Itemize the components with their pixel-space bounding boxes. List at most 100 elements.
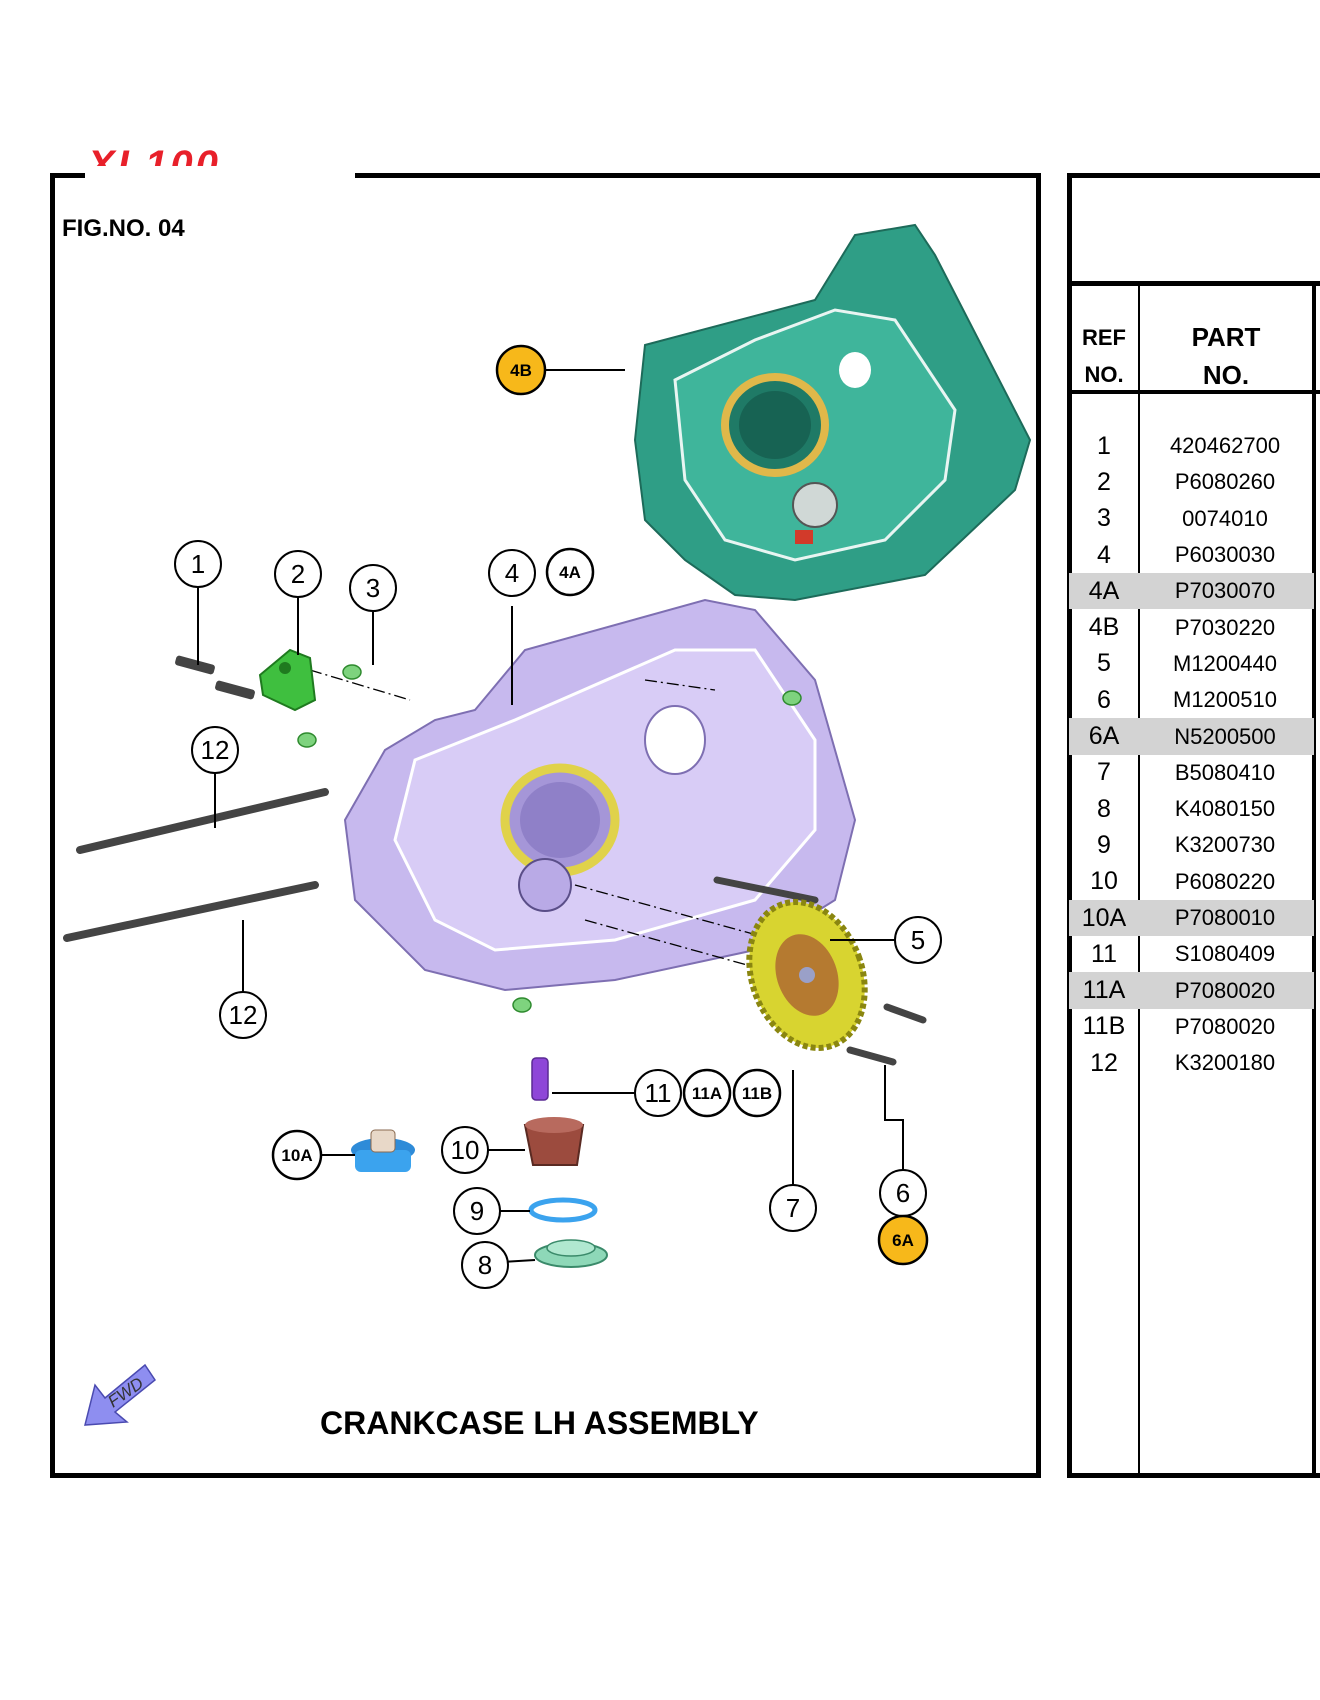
svg-text:2: 2 (291, 559, 305, 589)
panel-top-border (50, 173, 1041, 178)
ref-no-cell: 8 (1097, 794, 1111, 823)
dowel-pins-3 (297, 664, 802, 1013)
callout-3: 3 (349, 564, 397, 612)
table-row: 8 K4080150 (1069, 791, 1314, 827)
callout-6: 6 (879, 1169, 927, 1217)
table-row: 6A N5200500 (1069, 718, 1314, 755)
svg-text:10: 10 (451, 1135, 480, 1165)
svg-text:6: 6 (896, 1178, 910, 1208)
ref-no-cell: 10 (1090, 867, 1118, 896)
part-header-line2: NO. (1202, 360, 1250, 390)
svg-text:4A: 4A (559, 563, 581, 582)
table-row: 12 K3200180 (1069, 1045, 1314, 1081)
table-row: 11A P7080020 (1069, 972, 1314, 1009)
assembly-title: CRANKCASE LH ASSEMBLY (320, 1405, 759, 1441)
callout-9: 9 (453, 1187, 501, 1235)
table-row: 10 P6080220 (1069, 864, 1314, 900)
ref-no-cell: 6 (1097, 685, 1111, 714)
svg-text:12: 12 (229, 1000, 258, 1030)
crankcase-cover-4b (633, 223, 1032, 602)
svg-text:11A: 11A (692, 1084, 722, 1103)
table-row: 6 M1200510 (1069, 682, 1314, 718)
callout-12-bottom: 12 (219, 991, 267, 1039)
svg-text:1: 1 (191, 549, 205, 579)
part-10a (351, 1129, 415, 1172)
callout-10: 10 (441, 1126, 489, 1174)
ref-no-cell: 4A (1088, 576, 1120, 605)
o-ring-9 (528, 1197, 598, 1223)
callout-2: 2 (274, 550, 322, 598)
svg-text:4: 4 (505, 558, 519, 588)
figure-panel (50, 173, 1041, 1478)
cap-8 (534, 1239, 608, 1268)
ref-no-cell: 4 (1097, 540, 1111, 569)
table-row: 9 K3200730 (1069, 827, 1314, 863)
bolt-1 (175, 655, 255, 700)
ref-no-cell: 2 (1097, 467, 1111, 496)
ref-no-cell: 7 (1097, 758, 1111, 787)
bolt-5 (713, 876, 819, 904)
table-row: 10A P7080010 (1069, 899, 1314, 937)
callout-8: 8 (461, 1241, 509, 1289)
callout-11b: 11B (732, 1068, 782, 1118)
callout-11: 11 (634, 1069, 682, 1117)
part-no-cell: K3200180 (1174, 1050, 1276, 1076)
part-no-cell: M1200440 (1173, 650, 1277, 676)
callout-10a: 10A (271, 1129, 323, 1181)
ref-no-cell: 5 (1097, 649, 1111, 678)
crankcase-lh-4 (343, 598, 857, 992)
ref-no-cell: 6A (1088, 722, 1120, 751)
part-no-cell: P6080260 (1174, 469, 1276, 495)
table-row: 11 S1080409 (1069, 936, 1314, 972)
part-header: PART (1191, 322, 1261, 352)
table-row: 5 M1200440 (1069, 646, 1314, 682)
sleeve-11 (531, 1057, 549, 1101)
ref-no-cell: 12 (1090, 1048, 1118, 1077)
callout-7: 7 (769, 1184, 817, 1232)
gear-7 (746, 899, 868, 1051)
part-no-cell: N5200500 (1174, 723, 1276, 749)
part-no-cell: 0074010 (1182, 505, 1268, 531)
callout-12-top: 12 (191, 726, 239, 774)
part-no-cell: K3200730 (1174, 832, 1276, 858)
svg-text:4B: 4B (510, 361, 532, 380)
svg-text:12: 12 (201, 735, 230, 765)
table-row: 2 P6080260 (1069, 464, 1314, 500)
part-no-cell: M1200510 (1173, 687, 1277, 713)
svg-text:10A: 10A (281, 1146, 312, 1165)
svg-text:6A: 6A (892, 1231, 914, 1250)
part-no-cell: B5080410 (1174, 759, 1276, 785)
part-no-cell: K4080150 (1174, 796, 1276, 822)
long-bolts-12 (63, 788, 329, 942)
exploded-diagram: FWD 4B 1 2 3 4 4A 12 12 5 11 11A 11B 10A… (63, 223, 1032, 1426)
ref-no-cell: 3 (1097, 504, 1111, 533)
part-no-cell: P7030220 (1174, 614, 1276, 640)
svg-text:7: 7 (786, 1193, 800, 1223)
fwd-arrow-icon: FWD (84, 1363, 157, 1426)
table-row: 3 0074010 (1069, 501, 1314, 537)
ref-no-cell: 11B (1082, 1012, 1126, 1041)
parts-table (1067, 173, 1320, 1478)
part-no-cell: 420462700 (1169, 433, 1281, 459)
svg-text:3: 3 (366, 573, 380, 603)
callout-6a: 6A (877, 1214, 929, 1266)
ref-no-cell: 9 (1097, 830, 1111, 859)
part-no-cell: P7080020 (1174, 977, 1276, 1003)
figure-number: FIG.NO. 04 (62, 215, 185, 242)
part-no-cell: P6030030 (1174, 542, 1276, 568)
ref-header-line2: NO. (1084, 362, 1124, 387)
ref-no-cell: 11A (1082, 976, 1126, 1005)
table-row: 4A P7030070 (1069, 573, 1314, 610)
part-no-cell: P7080010 (1174, 905, 1276, 930)
part-no-cell: P6080220 (1174, 868, 1276, 894)
part-no-cell: S1080409 (1174, 941, 1276, 967)
ref-no-cell: 11 (1091, 939, 1117, 968)
table-row: 7 B5080410 (1069, 755, 1314, 791)
callout-4a: 4A (545, 547, 595, 597)
ref-no-cell: 10A (1081, 903, 1127, 932)
part-no-cell: P7030070 (1174, 578, 1276, 604)
ref-no-cell: 4B (1088, 613, 1120, 642)
callout-4b: 4B (495, 344, 547, 396)
